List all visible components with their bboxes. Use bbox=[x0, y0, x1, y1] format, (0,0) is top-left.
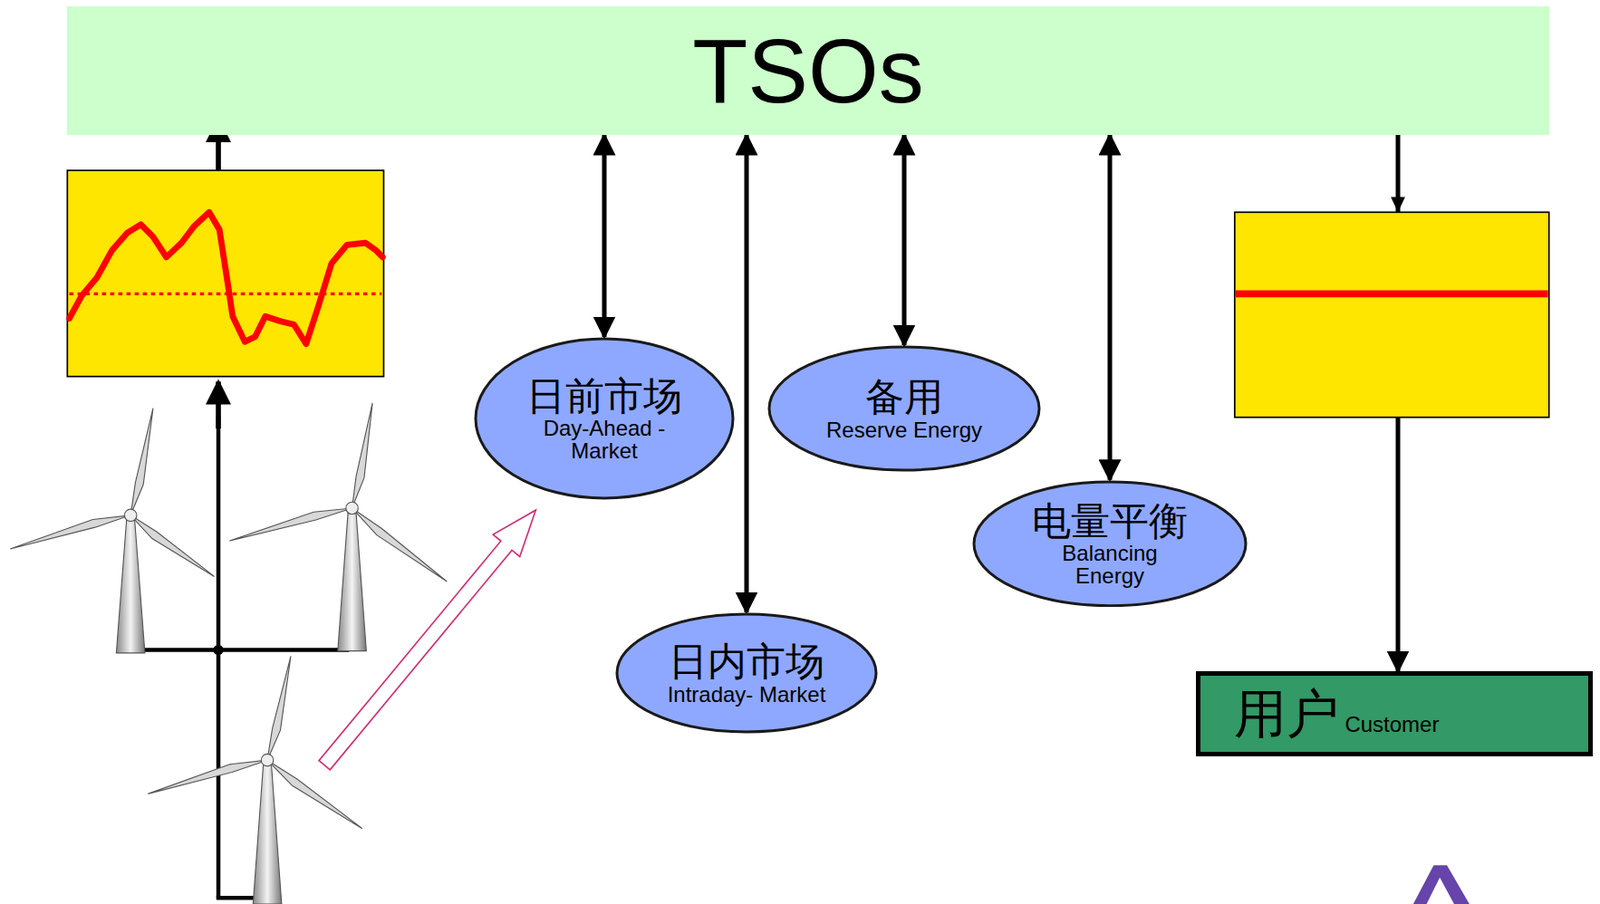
turbine-blade bbox=[130, 408, 154, 516]
turbine-blade bbox=[267, 760, 363, 829]
node-subtitle: Intraday- Market bbox=[667, 683, 827, 706]
node-content: 日内市场Intraday- Market bbox=[667, 640, 827, 706]
flow-arrow bbox=[902, 134, 907, 346]
arrowhead bbox=[1390, 196, 1406, 213]
node-content: 日前市场Day-Ahead -Market bbox=[525, 375, 685, 463]
node-content: 电量平衡Balancing Energy bbox=[1031, 500, 1190, 588]
turbine-tower bbox=[252, 765, 282, 904]
bid-arrow bbox=[318, 510, 536, 771]
arrow bbox=[215, 381, 222, 429]
node-title: 日内市场 bbox=[668, 640, 825, 683]
wind-turbines bbox=[9, 403, 447, 904]
mean-line bbox=[69, 292, 383, 296]
turbine-blade bbox=[352, 508, 448, 582]
node-subtitle: Customer bbox=[1344, 712, 1439, 738]
junction bbox=[212, 645, 223, 656]
flat-line bbox=[1235, 289, 1549, 298]
node-content: 用户Customer bbox=[1233, 687, 1439, 741]
node-title: 用户 bbox=[1233, 687, 1340, 741]
node-outline bbox=[1198, 674, 1591, 755]
node-outline bbox=[616, 614, 877, 733]
schedule-box bbox=[1234, 212, 1550, 417]
market-ellipse: 电量平衡Balancing Energy bbox=[972, 480, 1248, 608]
power-curve bbox=[69, 212, 384, 344]
turbine-blade bbox=[130, 515, 214, 578]
tso-band: TSOs bbox=[67, 6, 1550, 135]
node-outline bbox=[973, 481, 1246, 607]
flow-arrow bbox=[1108, 134, 1113, 481]
turbine-hub bbox=[124, 509, 137, 522]
node-title: 日前市场 bbox=[526, 375, 683, 417]
turbine-hub bbox=[346, 501, 359, 515]
turbine-blade bbox=[9, 515, 131, 550]
turbine-blade bbox=[229, 508, 352, 541]
node-subtitle: Reserve Energy bbox=[826, 418, 983, 442]
node-content: TSOs bbox=[692, 25, 925, 116]
node-title: 备用 bbox=[865, 375, 944, 418]
customer-box: 用户Customer bbox=[1195, 671, 1593, 757]
node-content: 备用Reserve Energy bbox=[826, 375, 983, 442]
turbine-tower bbox=[337, 513, 367, 652]
turbine-blade bbox=[352, 403, 374, 509]
turbine-blade bbox=[267, 655, 291, 761]
node-subtitle: Balancing Energy bbox=[1031, 541, 1190, 588]
turbine-tower bbox=[115, 520, 145, 653]
turbine-blade bbox=[147, 760, 268, 794]
wiring bbox=[120, 416, 349, 899]
node-subtitle: Day-Ahead -Market bbox=[525, 416, 685, 463]
market-ellipse: 备用Reserve Energy bbox=[767, 345, 1041, 473]
node-outline bbox=[67, 6, 1550, 135]
node-title: TSOs bbox=[692, 25, 925, 116]
turbine-hub bbox=[260, 753, 274, 767]
logo bbox=[1413, 865, 1470, 904]
node-outline bbox=[769, 346, 1040, 471]
forecast-chart bbox=[67, 170, 384, 377]
market-ellipse: 日前市场Day-Ahead -Market bbox=[473, 337, 735, 501]
flow-arrow bbox=[744, 134, 750, 613]
market-ellipse: 日内市场Intraday- Market bbox=[615, 612, 878, 734]
flow-arrow bbox=[602, 134, 608, 338]
node-title: 电量平衡 bbox=[1031, 500, 1188, 542]
node-outline bbox=[475, 338, 733, 499]
